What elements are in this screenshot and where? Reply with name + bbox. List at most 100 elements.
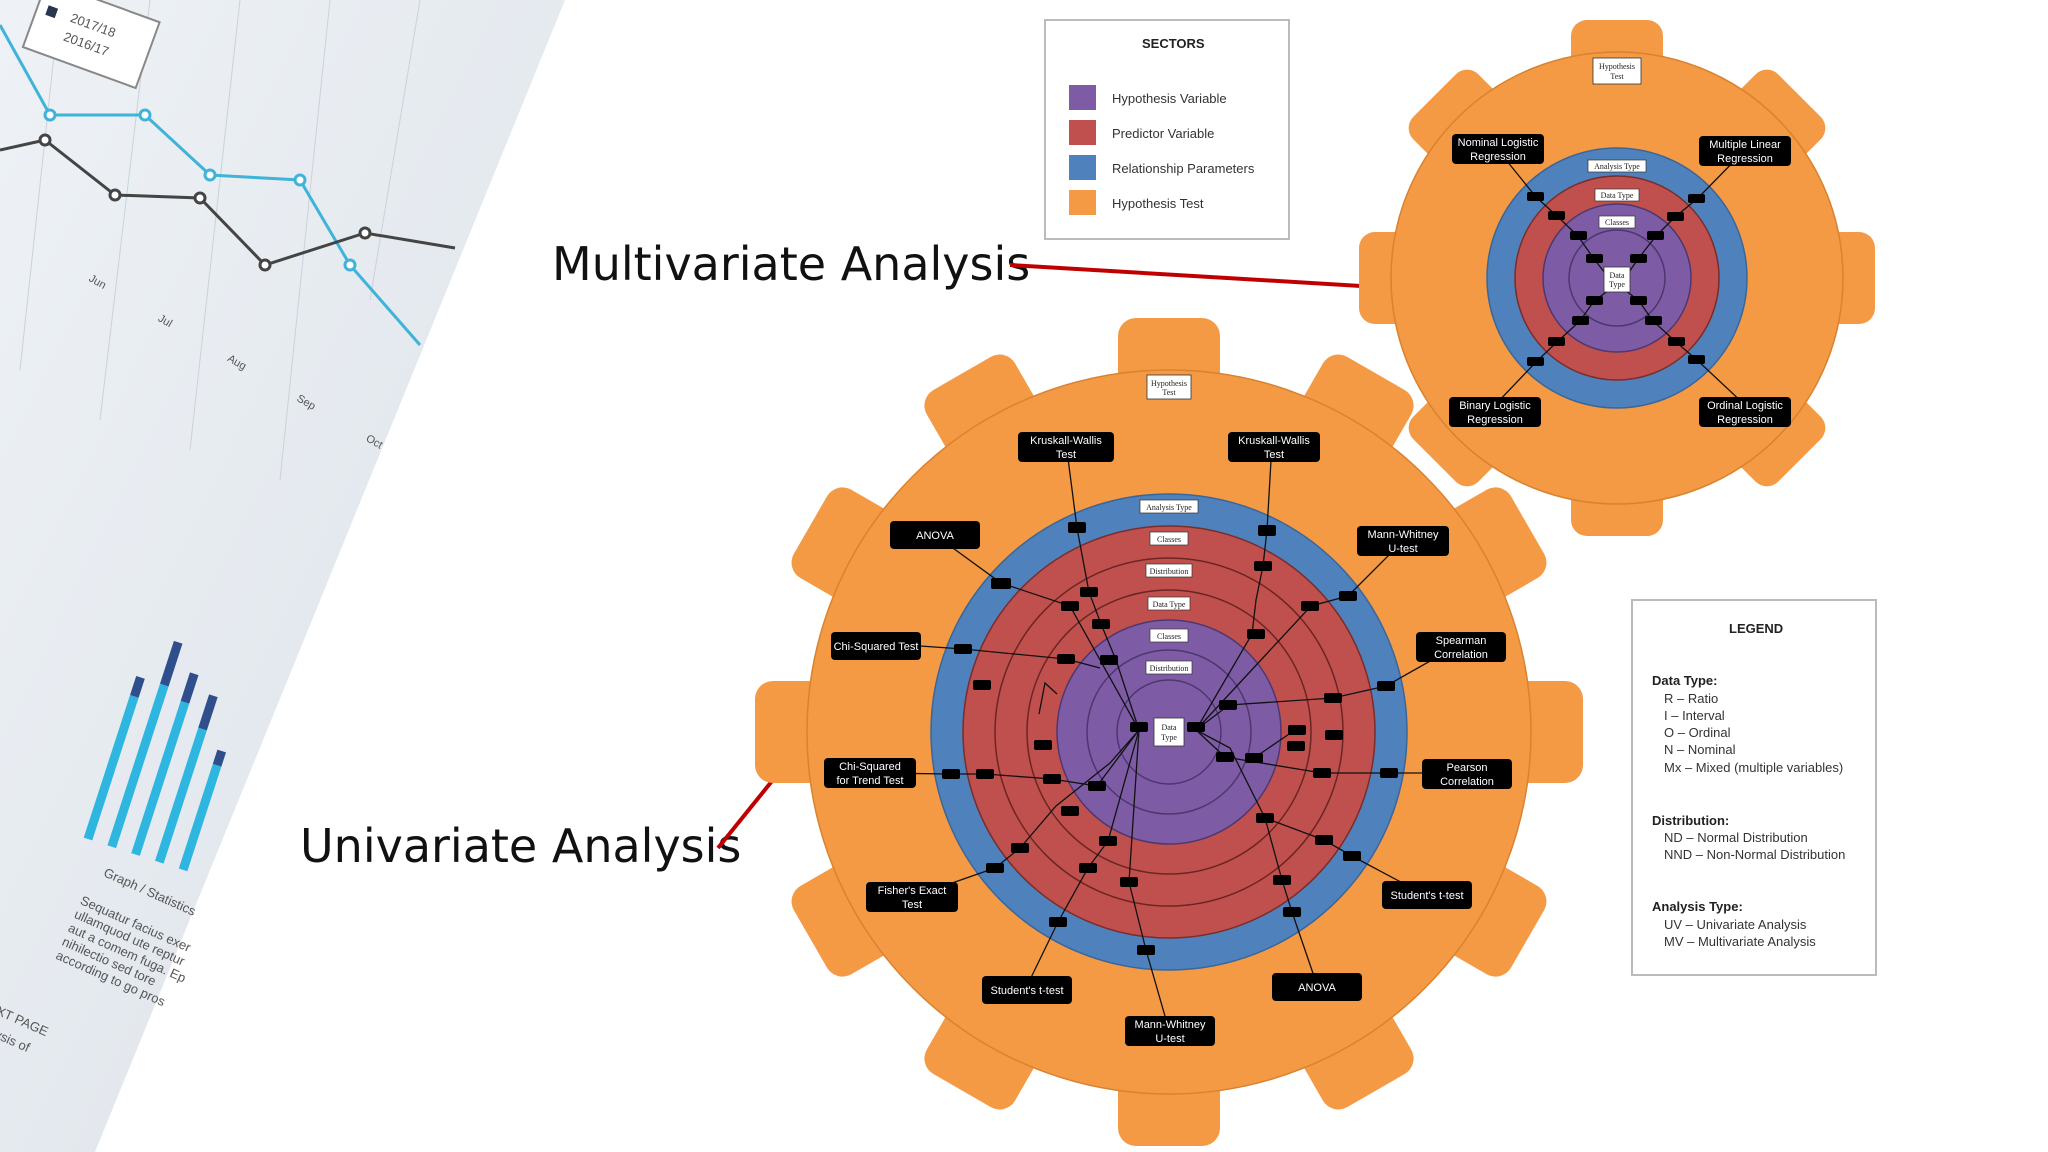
univariate-small-node — [1099, 836, 1117, 846]
multivariate-header-line: Test — [1610, 72, 1624, 81]
univariate-small-node — [1068, 522, 1086, 533]
test-node-students-t-1[interactable]: Student's t-test — [1382, 881, 1472, 909]
multivariate-header-box: Hypothesis Test — [1592, 57, 1642, 85]
test-node-label: Test — [902, 899, 922, 911]
univariate-small-node — [973, 680, 991, 690]
univariate-small-nodes — [942, 522, 1398, 955]
test-node-chi-squared-trend[interactable]: Chi-Squared for Trend Test — [824, 758, 916, 788]
test-node-label: Chi-Squared Test — [834, 641, 919, 653]
multivariate-ring-labels: Analysis Type Data Type Classes — [1587, 159, 1647, 229]
univariate-header-line: Hypothesis — [1151, 379, 1187, 388]
univariate-ring-label: Classes — [1157, 535, 1181, 544]
test-node-anova-1[interactable]: ANOVA — [890, 521, 980, 549]
multivariate-small-node — [1527, 192, 1544, 201]
sectors-legend-item: Predictor Variable — [1069, 120, 1214, 145]
sectors-legend-title: SECTORS — [1142, 36, 1205, 51]
univariate-small-node — [976, 769, 994, 779]
univariate-small-node — [1325, 730, 1343, 740]
test-node-label: Ordinal Logistic — [1707, 400, 1783, 412]
test-node-label: Student's t-test — [990, 985, 1063, 997]
multivariate-small-node — [1548, 211, 1565, 220]
test-node-label: Fisher's Exact — [878, 885, 947, 897]
multivariate-small-node — [1548, 337, 1565, 346]
univariate-gear: Analysis Type Classes Distribution Data … — [755, 318, 1583, 1146]
univariate-small-node — [1343, 851, 1361, 861]
test-node-ordinal-logistic[interactable]: Ordinal Logistic Regression — [1699, 397, 1791, 427]
test-node-label: Binary Logistic — [1459, 400, 1531, 412]
univariate-header-box: Hypothesis Test — [1146, 374, 1192, 400]
test-node-fishers-exact[interactable]: Fisher's Exact Test — [866, 882, 958, 912]
test-node-multiple-linear[interactable]: Multiple Linear Regression — [1699, 136, 1791, 166]
key-legend: LEGEND Data Type: R – Ratio I – Interval… — [1631, 599, 1877, 976]
univariate-small-node — [1187, 722, 1205, 732]
univariate-small-node — [1034, 740, 1052, 750]
key-legend-line: R – Ratio — [1664, 691, 1718, 706]
univariate-small-node — [1247, 629, 1265, 639]
univariate-small-node — [1273, 875, 1291, 885]
key-legend-line: UV – Univariate Analysis — [1664, 917, 1807, 932]
test-node-students-t-2[interactable]: Student's t-test — [982, 976, 1072, 1004]
univariate-small-node — [1061, 806, 1079, 816]
multivariate-small-node — [1668, 337, 1685, 346]
multivariate-header-line: Hypothesis — [1599, 62, 1635, 71]
test-node-kruskall-wallis-1[interactable]: Kruskall-Wallis Test — [1018, 432, 1114, 462]
univariate-small-node — [986, 863, 1004, 873]
univariate-small-node — [1080, 587, 1098, 597]
test-node-label: Regression — [1467, 414, 1523, 426]
univariate-small-node — [1088, 781, 1106, 791]
univariate-ring-label: Distribution — [1150, 567, 1189, 576]
test-node-label: U-test — [1388, 543, 1417, 555]
univariate-center-line: Type — [1161, 733, 1177, 742]
test-node-kruskall-wallis-2[interactable]: Kruskall-Wallis Test — [1228, 432, 1320, 462]
test-node-label: Multiple Linear — [1709, 139, 1781, 151]
univariate-small-node — [1377, 681, 1395, 691]
univariate-small-node — [1283, 907, 1301, 917]
report-paper — [0, 0, 565, 1152]
multivariate-small-node — [1572, 316, 1589, 325]
test-node-pearson[interactable]: Pearson Correlation — [1422, 759, 1512, 789]
swatch-hypothesis-test — [1069, 190, 1096, 215]
swatch-hypothesis-variable — [1069, 85, 1096, 110]
multivariate-small-node — [1667, 212, 1684, 221]
report-legend-box: 2017/18 2016/17 — [21, 0, 161, 90]
univariate-small-node — [1057, 654, 1075, 664]
univariate-small-node — [1313, 768, 1331, 778]
univariate-small-node — [991, 578, 1011, 589]
key-legend-heading-analysis-type: Analysis Type: — [1652, 899, 1743, 914]
test-node-mann-whitney-1[interactable]: Mann-Whitney U-test — [1357, 526, 1449, 556]
sectors-legend-item: Relationship Parameters — [1069, 155, 1255, 180]
univariate-small-node — [954, 644, 972, 654]
key-legend-line: Mx – Mixed (multiple variables) — [1664, 760, 1843, 775]
multivariate-ring-label: Classes — [1605, 218, 1629, 227]
key-legend-line: N – Nominal — [1664, 742, 1736, 757]
sectors-legend-label: Relationship Parameters — [1112, 161, 1255, 176]
univariate-small-node — [1315, 835, 1333, 845]
univariate-small-node — [1043, 774, 1061, 784]
test-node-chi-squared[interactable]: Chi-Squared Test — [831, 632, 921, 660]
univariate-small-node — [1301, 601, 1319, 611]
univariate-analysis-label: Univariate Analysis — [300, 819, 741, 873]
test-node-nominal-logistic[interactable]: Nominal Logistic Regression — [1452, 134, 1544, 164]
key-legend-heading-distribution: Distribution: — [1652, 813, 1729, 828]
multivariate-small-node — [1688, 355, 1705, 364]
multivariate-small-node — [1527, 357, 1544, 366]
multivariate-test-nodes: Nominal Logistic Regression Multiple Lin… — [1449, 134, 1791, 427]
test-node-anova-2[interactable]: ANOVA — [1272, 973, 1362, 1001]
test-node-label: ANOVA — [916, 530, 954, 542]
univariate-small-node — [1324, 693, 1342, 703]
test-node-binary-logistic[interactable]: Binary Logistic Regression — [1449, 397, 1541, 427]
univariate-small-node — [1120, 877, 1138, 887]
multivariate-center-line: Type — [1609, 280, 1625, 289]
multivariate-small-node — [1688, 194, 1705, 203]
sectors-legend-label: Hypothesis Test — [1112, 196, 1204, 211]
test-node-label: Mann-Whitney — [1368, 529, 1439, 541]
univariate-small-node — [1049, 917, 1067, 927]
test-node-spearman[interactable]: Spearman Correlation — [1416, 632, 1506, 662]
multivariate-small-node — [1630, 254, 1647, 263]
univariate-small-node — [1287, 741, 1305, 751]
test-node-mann-whitney-2[interactable]: Mann-Whitney U-test — [1125, 1016, 1215, 1046]
test-node-label: Regression — [1717, 153, 1773, 165]
univariate-ring-label: Distribution — [1150, 664, 1189, 673]
test-node-label: Regression — [1470, 151, 1526, 163]
swatch-relationship-parameters — [1069, 155, 1096, 180]
